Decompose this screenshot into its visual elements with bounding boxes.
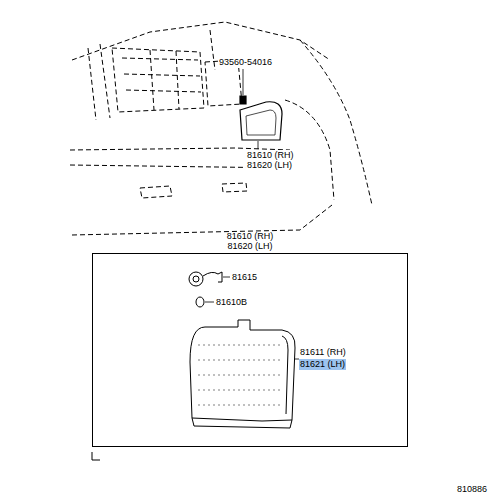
part-number: 81621 (LH) [299,359,346,370]
socket-core [193,276,199,282]
vehicle-outline [70,22,372,235]
group-heading: 81610 (RH)81620 (LH) [93,231,407,251]
leader-line [243,69,244,95]
figure-number: 810886 [456,484,488,495]
part-number: 81610B [215,297,248,308]
leader-line [205,302,214,303]
part-number: 81615 [231,272,258,283]
part-number: 81611 (RH) [299,347,347,358]
corner-lamp [240,102,282,140]
grille-bars [122,50,201,110]
lamp-lens [190,320,295,421]
bumper [70,148,332,235]
corner-lamp-lens [246,110,276,135]
part-number: 93560-54016 [218,57,273,68]
corner-mark [92,452,100,460]
fender-line [300,40,372,205]
grille [112,48,204,112]
bulb [196,297,204,307]
part-number: 81610 (RH) [93,231,407,241]
part-number: 81620 (LH) [246,160,293,171]
lamp-frame [282,336,288,414]
part-number: 81620 (LH) [93,241,407,251]
socket-wire [203,272,222,282]
hood-line [72,22,330,60]
leader-line [258,141,259,149]
bumper-slots [140,183,247,198]
exploded-parts [92,272,299,460]
socket [189,272,203,286]
grille-edge [88,30,215,120]
corner-lamp-fitted [240,69,282,149]
bulb-symbol [240,96,246,104]
lens-texture [198,345,280,405]
leader-line [223,277,230,278]
lamp-base [192,418,292,428]
